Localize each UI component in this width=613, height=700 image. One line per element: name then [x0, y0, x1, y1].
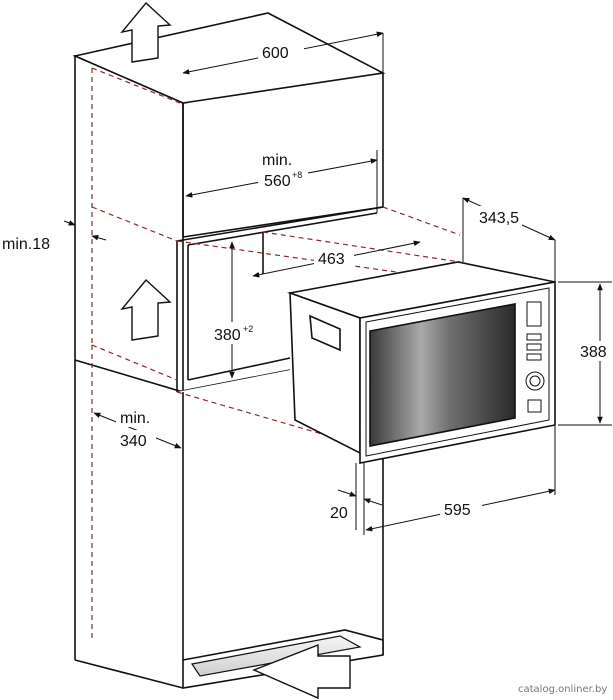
cabinet — [72, 12, 386, 689]
display — [526, 301, 542, 327]
vent-inflow-arrow — [252, 643, 351, 700]
watermark: catalog.onliner.by — [518, 684, 607, 695]
vent-up-arrow-middle — [120, 278, 172, 341]
control-button-3 — [526, 353, 542, 361]
label-niche-width-tolerance: +8 — [292, 170, 302, 180]
oven-door-glass — [369, 303, 516, 447]
label-oven-width: 595 — [444, 502, 471, 519]
control-panel — [525, 301, 545, 413]
label-oven-height: 388 — [580, 344, 607, 361]
label-frame-depth: 20 — [330, 505, 348, 522]
label-lower-min: min. — [120, 410, 150, 427]
label-niche-width: 560 — [264, 173, 291, 190]
label-side-min: min.18 — [2, 236, 50, 253]
label-niche-height-tolerance: +2 — [243, 324, 253, 334]
control-button-2 — [526, 343, 542, 351]
label-niche-height: 380 — [214, 327, 241, 344]
label-inner-depth: 463 — [318, 251, 345, 268]
label-cabinet-width: 600 — [262, 45, 289, 62]
label-oven-depth: 343,5 — [479, 210, 519, 227]
door-release-button — [527, 399, 542, 413]
label-niche-min: min. — [262, 152, 292, 169]
dimension-labels: 600 min. 560 +8 min.18 343,5 463 380 +2 … — [2, 41, 613, 522]
vent-up-arrow-top — [120, 1, 172, 63]
oven-side-vent — [309, 314, 341, 352]
lower-front — [177, 370, 383, 650]
microwave-oven — [286, 261, 556, 464]
label-lower-min-value: 340 — [120, 433, 147, 450]
control-button-1 — [526, 333, 542, 341]
cabinet-side-panel — [74, 54, 184, 394]
